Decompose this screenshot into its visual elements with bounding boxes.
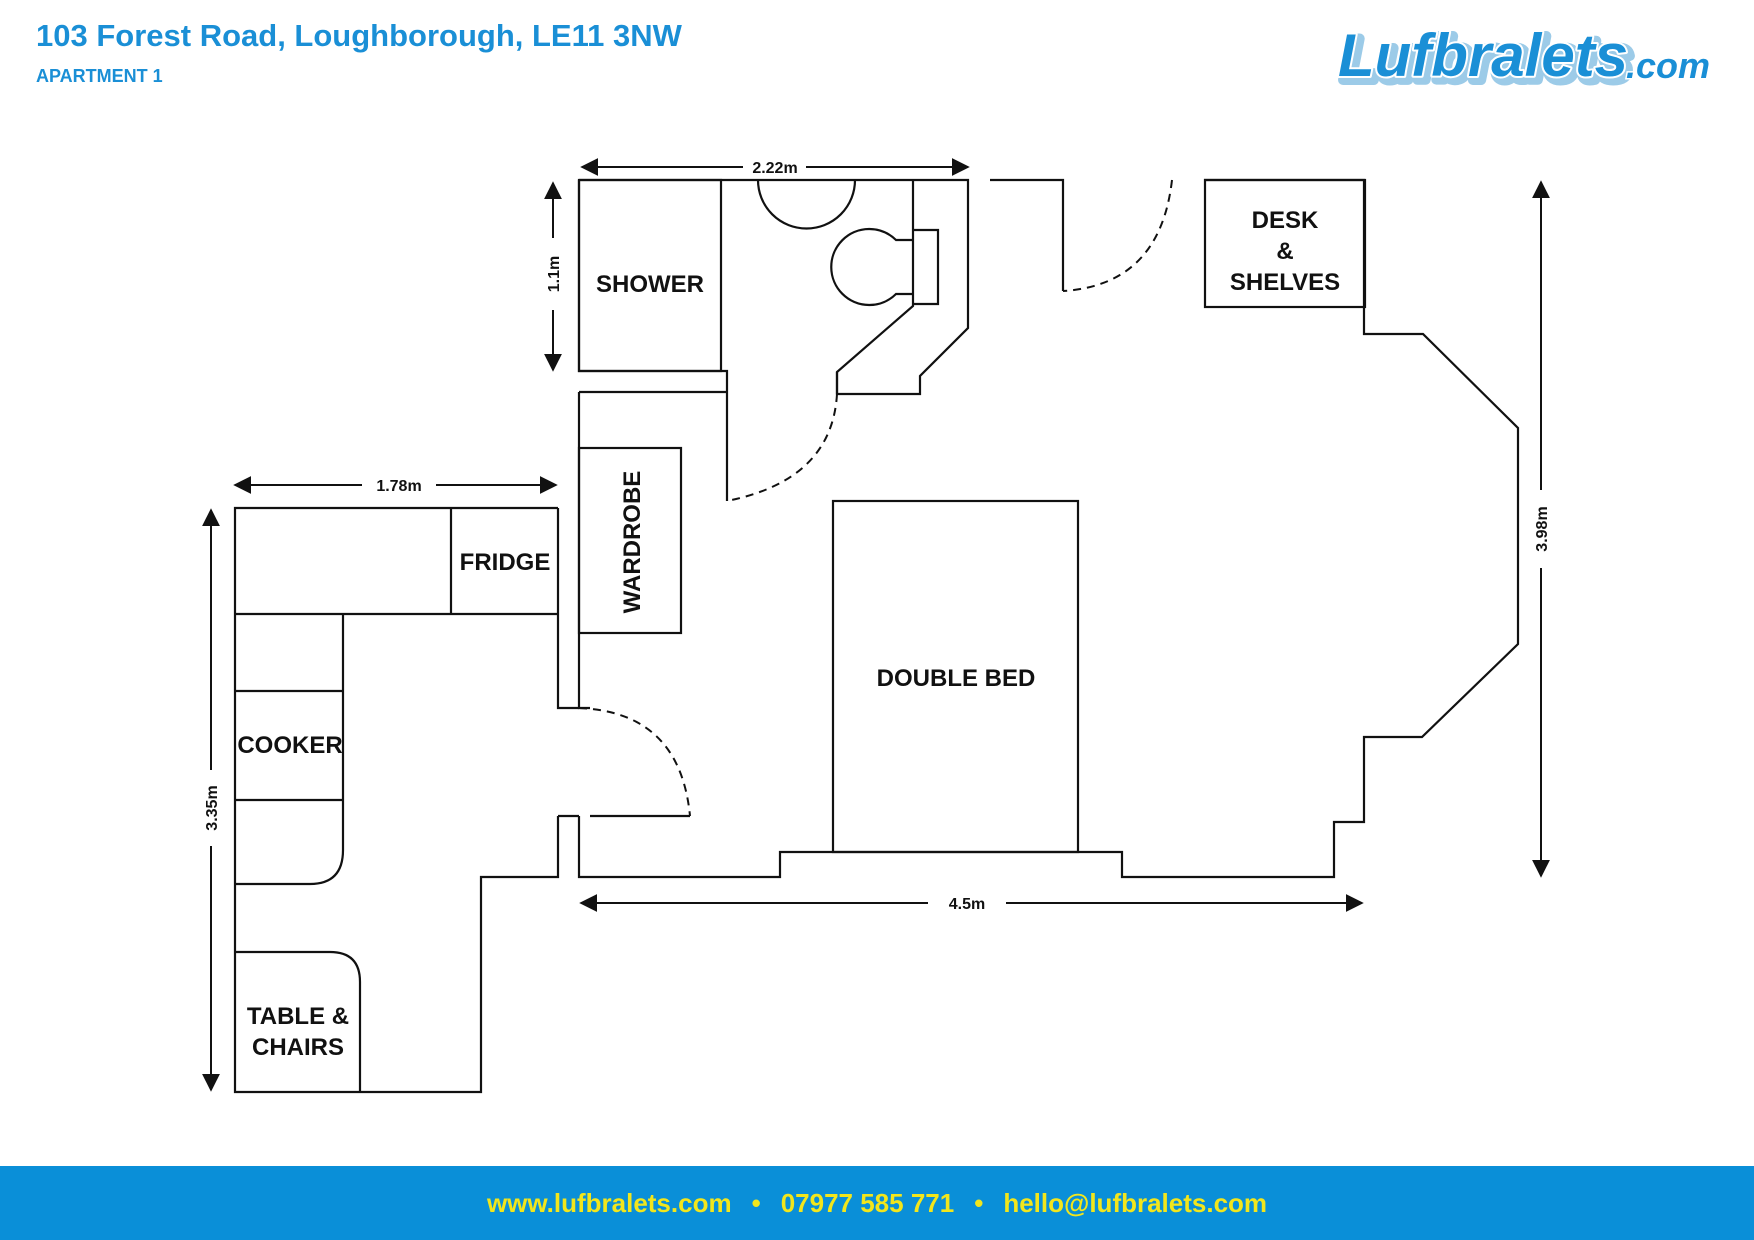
footer-separator: • [974, 1187, 984, 1218]
label-desk-line3: SHELVES [1230, 269, 1340, 296]
fixtures [235, 178, 1367, 1092]
toilet-bowl [830, 227, 913, 307]
brand-logo[interactable]: Lufbralets Lufbralets .com [1330, 18, 1730, 98]
door-swings [578, 179, 1173, 817]
room-labels: SHOWER DESK & SHELVES FRIDGE WARDROBE DO… [237, 207, 1340, 1061]
toilet-cistern [913, 228, 940, 306]
corridor-west-wall-upper [577, 392, 590, 710]
entrance-door-swing [1062, 179, 1173, 292]
label-cooker: COOKER [237, 732, 342, 759]
cooker-outline [235, 689, 343, 802]
double-bed [831, 499, 1080, 854]
email-link[interactable]: hello@lufbralets.com [1003, 1187, 1268, 1218]
label-desk-line1: DESK [1252, 207, 1319, 234]
table-outline [235, 950, 362, 1092]
wardrobe [577, 446, 683, 635]
shower-tray [577, 178, 723, 373]
apartment-number: APARTMENT 1 [36, 66, 163, 86]
property-address: 103 Forest Road, Loughborough, LE11 3NW [36, 18, 682, 53]
dim-label-bedroom-width: 4.5m [949, 896, 985, 913]
label-fridge: FRIDGE [460, 549, 551, 576]
dim-label-bedroom-depth: 3.98m [1534, 506, 1551, 551]
logo-suffix: .com [1626, 45, 1710, 86]
label-double-bed: DOUBLE BED [877, 665, 1036, 692]
floor-plan: SHOWER DESK & SHELVES FRIDGE WARDROBE DO… [202, 158, 1551, 1094]
logo-shadow: Lufbralets [1342, 26, 1632, 93]
dim-label-bathroom-depth: 1.1m [546, 256, 563, 292]
label-wardrobe: WARDROBE [619, 471, 646, 614]
kitchen-east-wall [556, 508, 579, 710]
basin [756, 179, 857, 230]
kitchen-outer-wall [233, 506, 560, 1094]
footer-separator: • [751, 1187, 761, 1218]
website-link[interactable]: www.lufbralets.com [486, 1187, 732, 1218]
entrance-wall [990, 178, 1065, 291]
bathroom-wall-south [577, 180, 729, 501]
worktop-top [235, 508, 558, 616]
walls [233, 178, 1520, 1094]
bathroom-door-swing [726, 393, 838, 502]
kitchen-door-swing [578, 707, 691, 817]
logo-graphic: Lufbralets Lufbralets .com [1336, 20, 1712, 98]
dim-label-kitchen-depth: 3.35m [204, 785, 221, 830]
worktop-side [235, 614, 345, 886]
label-table-line1: TABLE & [247, 1003, 349, 1030]
phone-link[interactable]: 07977 585 771 [780, 1187, 955, 1218]
dim-label-bathroom-width: 2.22m [752, 160, 797, 177]
label-desk-line2: & [1276, 238, 1293, 265]
label-shower: SHOWER [596, 271, 704, 298]
contact-footer: www.lufbralets.com • 07977 585 771 • hel… [0, 1166, 1754, 1240]
label-table-line2: CHAIRS [252, 1034, 344, 1061]
dimension-lines [202, 158, 1550, 1092]
bathroom-wall-east [579, 178, 970, 396]
desk-shelves [1203, 178, 1367, 309]
dimension-labels: 2.22m 1.1m 1.78m 3.35m 4.5m 3.98m [204, 160, 1551, 913]
logo-wordmark: Lufbralets [1338, 22, 1628, 89]
bedroom-outer-wall [577, 307, 1520, 879]
dim-label-kitchen-width: 1.78m [376, 478, 421, 495]
